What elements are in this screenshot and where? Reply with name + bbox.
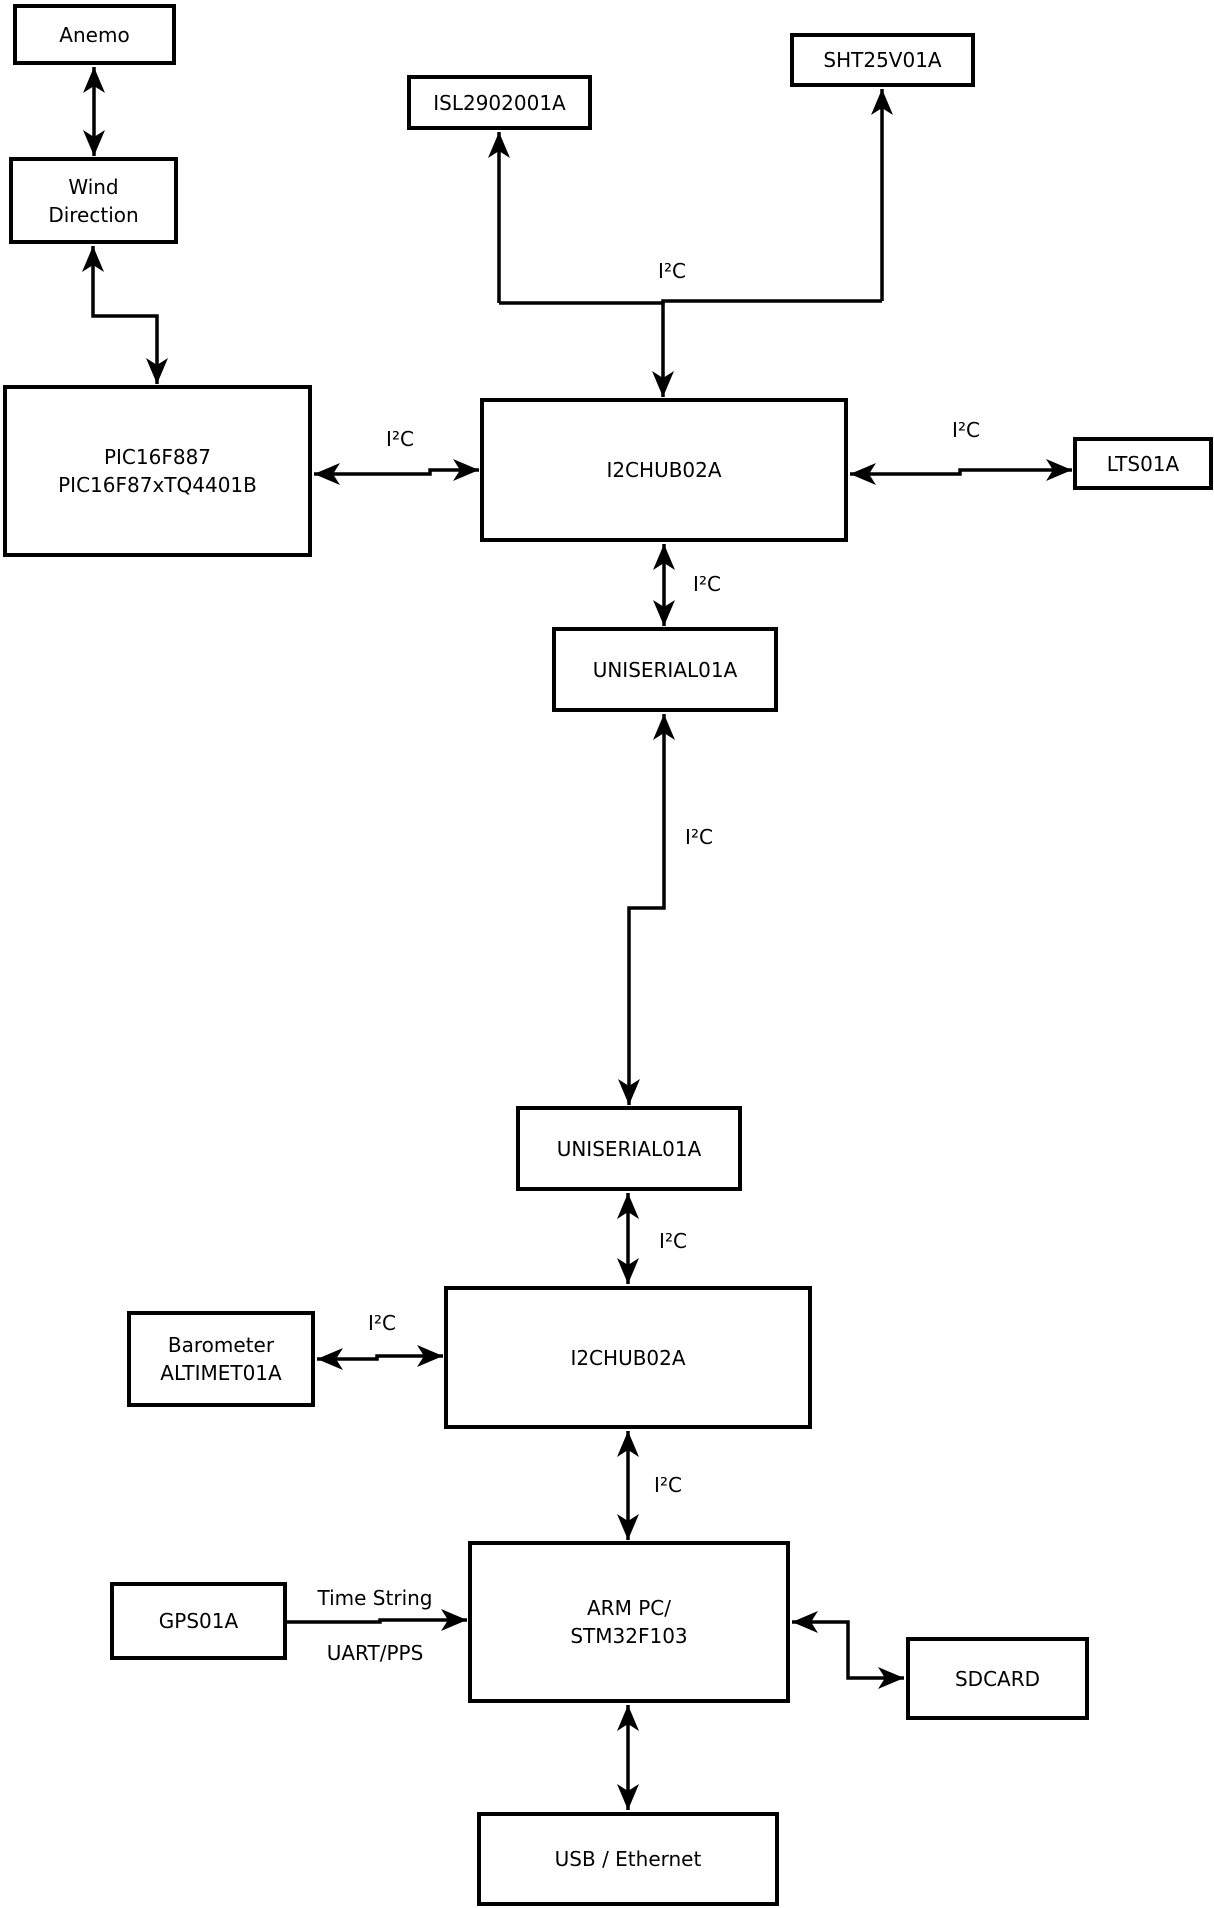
connector-hub1-lts: [850, 459, 1072, 485]
edge-label-i2c-hub-lts: I²C: [952, 418, 980, 442]
arrowhead-up: [871, 89, 893, 115]
box-arm-pc-stm32f103: ARM PC/ STM32F103: [468, 1541, 790, 1703]
arrowhead-up: [83, 67, 105, 93]
arrowhead-left: [850, 463, 876, 485]
arrowhead-right: [1046, 459, 1072, 481]
connector-hub2-arm: [617, 1431, 639, 1540]
arrowhead-left: [792, 1611, 818, 1633]
connector-gps-arm: [287, 1609, 467, 1631]
connector-anemo-wind: [83, 67, 105, 156]
arrowhead-down: [617, 1258, 639, 1284]
connector-hub1-isl-sht-bus: [488, 89, 893, 397]
arrowhead-right: [453, 459, 479, 481]
edge-label-uart-pps: UART/PPS: [326, 1641, 424, 1665]
connector-uniserial1-uniserial2: [618, 714, 675, 1105]
connector-hub1-uniserial1: [653, 544, 675, 626]
box-lts01a: LTS01A: [1073, 437, 1213, 490]
arrowhead-up: [653, 544, 675, 570]
arrowhead-left: [317, 1348, 343, 1370]
arrowhead-down: [653, 600, 675, 626]
box-gps01a: GPS01A: [110, 1582, 287, 1660]
arrowhead-up: [617, 1193, 639, 1219]
connector-barometer-hub2: [317, 1345, 443, 1370]
box-wind-direction: Wind Direction: [9, 157, 178, 244]
arrowhead-right: [878, 1667, 904, 1689]
edge-label-i2c-bus-top: I²C: [658, 259, 686, 283]
edge-label-i2c-uniserial-hub2: I²C: [659, 1229, 687, 1253]
connector-pic-hub1: [314, 459, 479, 485]
arrowhead-down: [146, 358, 168, 384]
box-barometer-altimet01a: Barometer ALTIMET01A: [127, 1311, 315, 1407]
arrowhead-up: [488, 132, 510, 158]
box-isl2902001a: ISL2902001A: [407, 75, 592, 130]
edge-label-time-string: Time String: [317, 1586, 433, 1610]
box-i2chub02a-bottom: I2CHUB02A: [444, 1286, 812, 1429]
box-sht25v01a: SHT25V01A: [790, 33, 975, 87]
connector-wind-pic: [82, 246, 168, 384]
arrowhead-up: [82, 246, 104, 272]
arrowhead-up: [617, 1431, 639, 1457]
edge-label-i2c-uniserial-link: I²C: [685, 825, 713, 849]
arrowhead-right: [441, 1609, 467, 1631]
box-uniserial01a-top: UNISERIAL01A: [552, 627, 778, 712]
box-i2chub02a-top: I2CHUB02A: [480, 398, 848, 542]
box-sdcard: SDCARD: [906, 1637, 1089, 1720]
connector-uniserial2-hub2: [617, 1193, 639, 1284]
box-uniserial01a-bottom: UNISERIAL01A: [516, 1106, 742, 1191]
connector-arm-usb: [617, 1705, 639, 1810]
arrowhead-left: [314, 463, 340, 485]
arrowhead-down: [618, 1079, 640, 1105]
box-anemo: Anemo: [13, 4, 176, 65]
arrowhead-down: [83, 130, 105, 156]
arrowhead-up: [617, 1705, 639, 1731]
arrowhead-down: [617, 1514, 639, 1540]
edge-label-i2c-pic-hub: I²C: [386, 427, 414, 451]
arrowhead-right: [417, 1345, 443, 1367]
edge-label-i2c-hub2-arm: I²C: [654, 1473, 682, 1497]
connector-arm-sdcard: [792, 1611, 904, 1689]
edge-label-i2c-barometer: I²C: [368, 1311, 396, 1335]
edge-label-i2c-hub-uniserial: I²C: [693, 572, 721, 596]
arrowhead-up: [653, 714, 675, 740]
arrowhead-down: [652, 371, 674, 397]
box-pic16f887: PIC16F887 PIC16F87xTQ4401B: [3, 385, 312, 557]
box-usb-ethernet: USB / Ethernet: [477, 1812, 779, 1906]
arrowhead-down: [617, 1784, 639, 1810]
